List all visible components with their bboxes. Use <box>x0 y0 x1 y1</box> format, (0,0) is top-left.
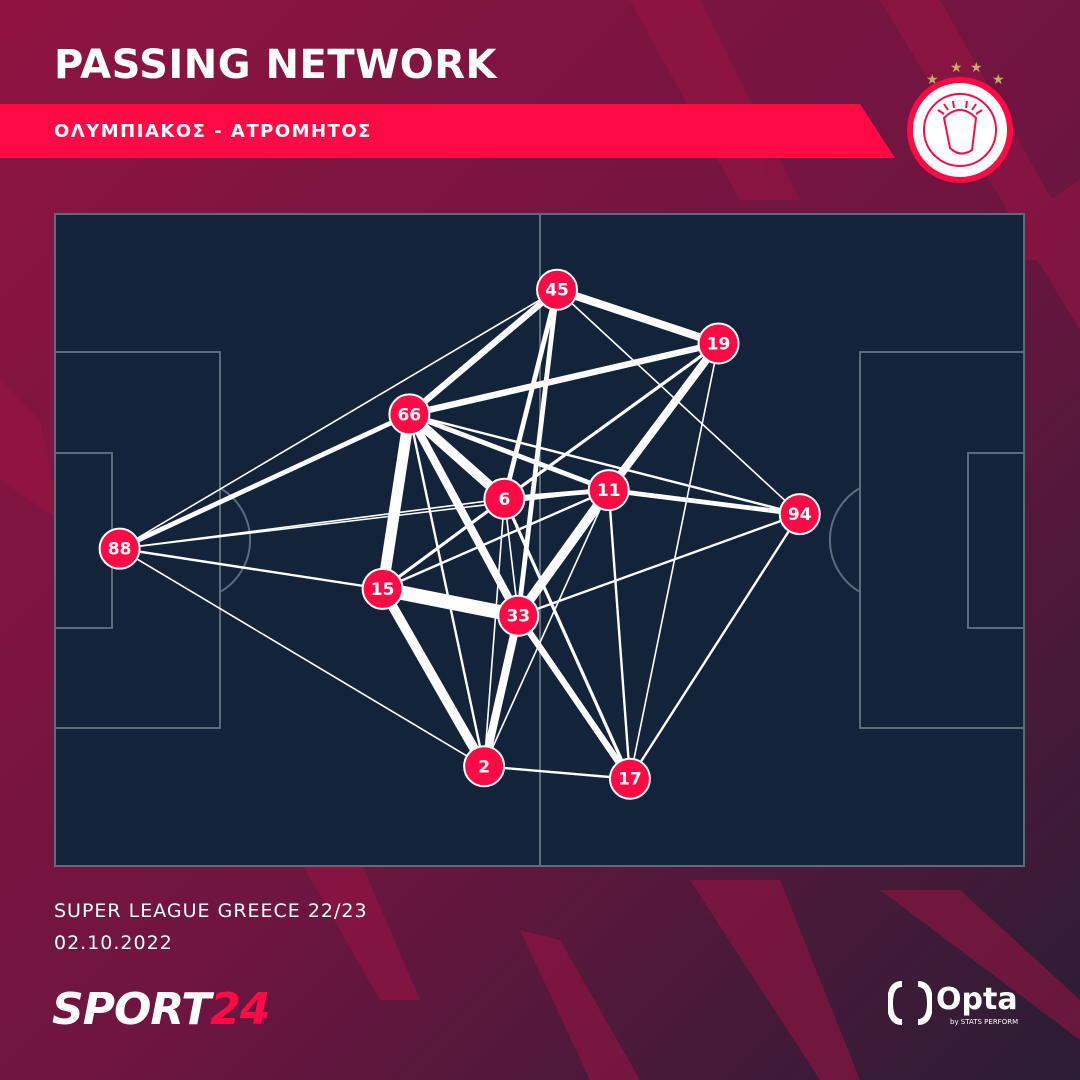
player-number: 94 <box>788 505 812 525</box>
pass-link-11-17 <box>607 490 632 779</box>
player-number: 88 <box>108 540 132 560</box>
player-number: 11 <box>597 481 621 501</box>
match-title: ΟΛΥΜΠΙΑΚΟΣ - ΑΤΡΟΜΗΤΟΣ <box>54 121 372 142</box>
player-node-66: 66 <box>388 393 431 436</box>
opta-sub: by STATS PERFORM <box>950 1018 1019 1026</box>
player-marker <box>778 493 821 536</box>
player-marker <box>608 757 651 800</box>
pass-link-45-6 <box>502 289 560 500</box>
player-node-19: 19 <box>697 322 740 365</box>
pass-link-66-2 <box>408 414 486 767</box>
brand-b: 24 <box>210 984 270 1035</box>
player-node-17: 17 <box>608 757 651 800</box>
svg-text:★: ★ <box>970 60 983 76</box>
pass-link-11-88 <box>119 489 609 550</box>
player-node-2: 2 <box>463 745 506 788</box>
brand-a: SPORT <box>52 984 211 1035</box>
pass-link-45-66 <box>407 287 560 417</box>
player-number: 15 <box>371 580 395 600</box>
competition-label: SUPER LEAGUE GREECE 22/23 <box>54 900 368 922</box>
pass-link-11-15 <box>382 489 610 590</box>
player-number: 45 <box>545 281 569 301</box>
player-number: 17 <box>618 770 642 790</box>
pass-link-33-17 <box>515 613 633 781</box>
opta-icon <box>886 981 934 1025</box>
pass-link-11-94 <box>608 487 801 517</box>
pass-link-15-2 <box>378 586 489 769</box>
pass-links <box>118 285 801 781</box>
pass-link-88-2 <box>119 547 485 767</box>
pass-link-66-11 <box>408 412 610 493</box>
player-number: 2 <box>478 757 490 777</box>
player-node-6: 6 <box>483 477 526 520</box>
page-title: PASSING NETWORK <box>54 42 498 88</box>
pass-link-6-17 <box>502 498 632 780</box>
pass-link-6-2 <box>483 498 506 767</box>
pass-link-45-33 <box>515 289 560 617</box>
pass-link-19-11 <box>605 341 722 493</box>
opta-logo: Opta by STATS PERFORM <box>886 980 1018 1030</box>
pass-link-94-33 <box>517 512 801 617</box>
pass-link-19-66 <box>408 340 720 418</box>
player-node-33: 33 <box>497 594 540 637</box>
pass-link-33-2 <box>480 614 523 768</box>
match-banner <box>0 104 895 158</box>
player-marker <box>388 393 431 436</box>
player-number: 66 <box>398 405 422 425</box>
player-node-94: 94 <box>778 493 821 536</box>
sport24-logo: SPORT24 <box>52 984 271 1035</box>
player-node-88: 88 <box>98 527 141 570</box>
player-marker <box>697 322 740 365</box>
pass-link-11-33 <box>514 487 613 619</box>
opta-label: Opta <box>936 982 1018 1017</box>
player-node-15: 15 <box>361 567 404 610</box>
stars-icon: ★★ ★★ <box>926 60 1005 88</box>
pass-link-66-6 <box>406 410 508 503</box>
pass-link-19-6 <box>503 342 720 501</box>
svg-text:★: ★ <box>992 72 1005 88</box>
player-marker <box>463 745 506 788</box>
player-marker <box>497 594 540 637</box>
player-marker <box>98 527 141 570</box>
player-marker <box>536 268 579 311</box>
player-marker <box>587 469 630 512</box>
player-node-45: 45 <box>536 268 579 311</box>
player-marker <box>361 567 404 610</box>
club-logo: ★★ ★★ <box>907 60 1013 183</box>
pass-link-94-17 <box>628 513 801 780</box>
pass-link-19-17 <box>629 343 720 779</box>
pass-link-88-15 <box>119 547 383 591</box>
pass-link-11-2 <box>483 489 610 767</box>
player-node-11: 11 <box>587 469 630 512</box>
player-marker <box>483 477 526 520</box>
pass-link-66-94 <box>409 413 801 516</box>
pass-link-66-33 <box>405 412 522 618</box>
svg-text:★: ★ <box>950 60 963 76</box>
player-number: 6 <box>499 490 511 510</box>
pass-link-45-19 <box>555 285 720 348</box>
pass-link-2-17 <box>484 765 631 780</box>
pass-link-66-15 <box>377 413 415 590</box>
player-number: 33 <box>506 607 530 627</box>
pass-link-15-33 <box>381 581 520 623</box>
pitch <box>54 213 1025 867</box>
pass-link-66-88 <box>118 412 411 551</box>
pass-link-6-15 <box>381 497 506 591</box>
match-date: 02.10.2022 <box>54 932 173 954</box>
player-number: 19 <box>707 334 731 354</box>
pass-link-45-88 <box>119 289 558 550</box>
